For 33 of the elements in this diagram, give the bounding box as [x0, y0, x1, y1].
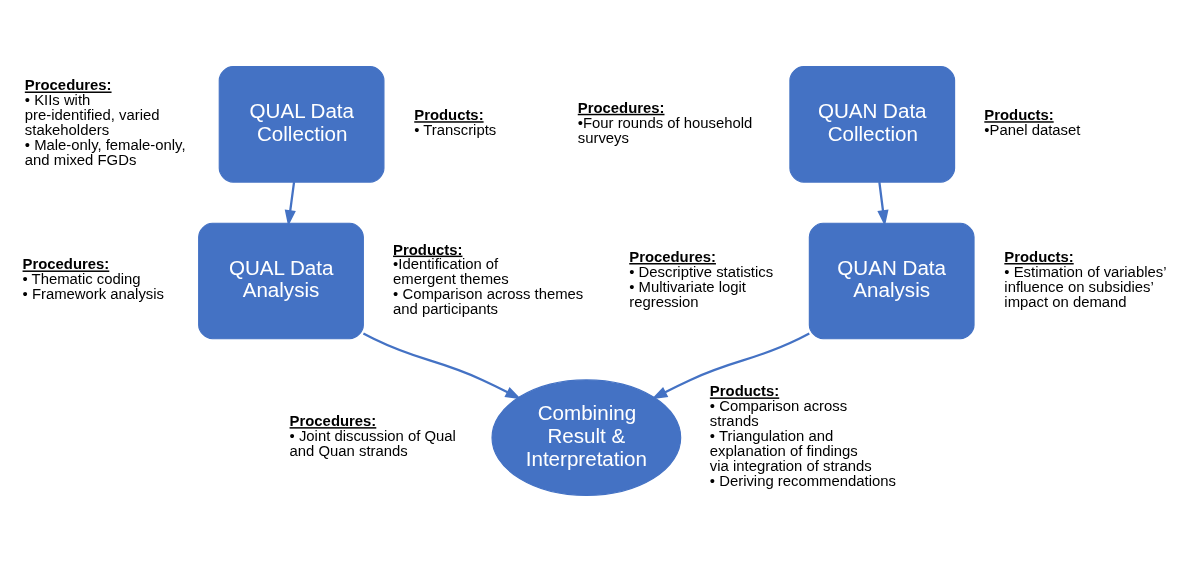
label: •Panel dataset	[984, 122, 1081, 139]
node-ellipse: Combining Result & Interpretation	[491, 379, 682, 496]
label: Products:	[984, 107, 1054, 124]
label: Procedures:	[629, 249, 716, 266]
label: • Male-only, female-only, and mixed FGDs	[24, 136, 186, 168]
arrow	[651, 332, 810, 400]
label: • Estimation of variables’ influence on subsidies’ impact on demand	[1004, 263, 1167, 310]
node-box: QUAN Data Collection	[789, 66, 956, 183]
label: Procedures:	[577, 99, 665, 116]
label: Products:	[709, 383, 780, 400]
node-box: QUAL Data Analysis	[198, 222, 364, 340]
label: • Comparison across strands	[709, 398, 848, 430]
arrow	[362, 332, 522, 400]
arrow	[284, 181, 296, 227]
label: •Four rounds of household surveys	[577, 114, 753, 146]
label: • Transcripts	[414, 122, 497, 139]
label: Products:	[393, 241, 463, 258]
label: • KIIs with pre-identified, varied stakeholders	[24, 92, 160, 139]
label: •Identification of emergent themes	[393, 256, 509, 288]
node-box: QUAL Data Collection	[218, 66, 385, 183]
label: • Joint discussion of Qual and Quan strands	[289, 427, 456, 459]
label: Procedures:	[24, 77, 112, 94]
label: • Framework analysis	[22, 286, 165, 303]
label: • Comparison across themes and participants	[393, 286, 584, 318]
label: Products:	[414, 107, 484, 124]
label: Procedures:	[22, 256, 110, 273]
label: • Descriptive statistics	[629, 263, 774, 280]
label: Products:	[1004, 249, 1074, 266]
label: • Triangulation and explanation of findings via integration of strands	[709, 427, 872, 474]
node-box: QUAN Data Analysis	[808, 222, 975, 340]
label: Procedures:	[289, 413, 377, 430]
arrow	[877, 181, 889, 227]
label: • Thematic coding	[22, 271, 141, 288]
